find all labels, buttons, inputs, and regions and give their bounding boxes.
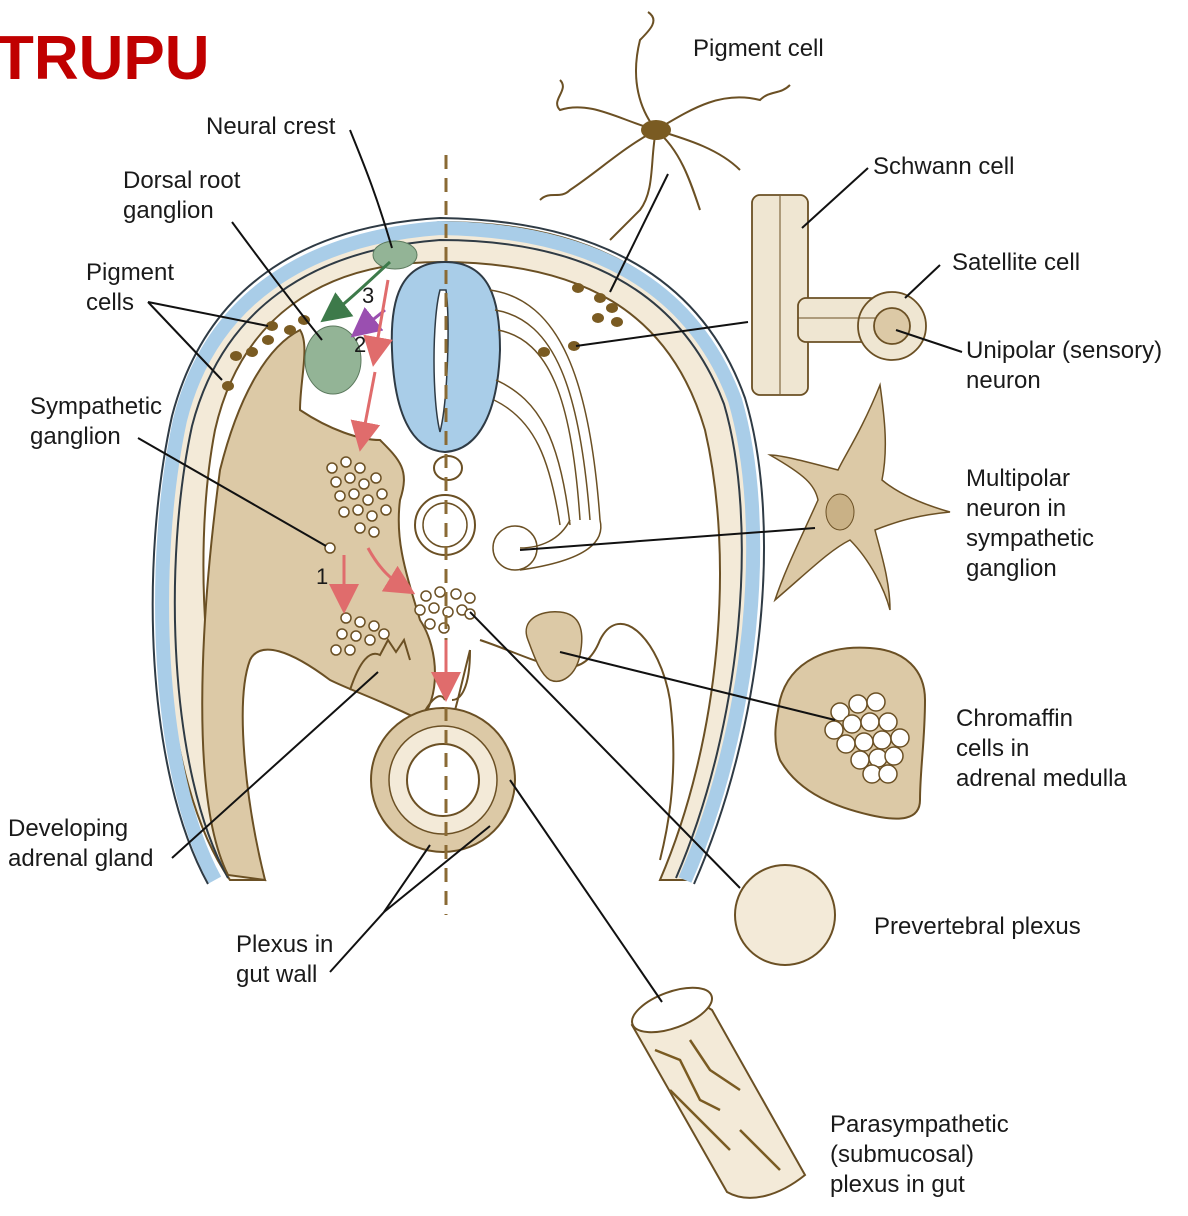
pathway-number-2: 2 bbox=[354, 332, 366, 358]
neural-crest-cells bbox=[373, 241, 417, 269]
adrenal-medulla-small-icon bbox=[526, 612, 582, 682]
label-satellite-cell: Satellite cell bbox=[952, 248, 1080, 278]
label-pigment-cells: Pigment cells bbox=[86, 258, 174, 318]
dorsal-root-ganglion-shape bbox=[305, 326, 361, 394]
multipolar-neuron-icon bbox=[770, 385, 950, 610]
label-prevertebral-plexus: Prevertebral plexus bbox=[874, 912, 1081, 942]
label-neural-crest: Neural crest bbox=[206, 112, 335, 142]
notochord bbox=[434, 456, 462, 480]
label-schwann-cell: Schwann cell bbox=[873, 152, 1014, 182]
sensory-neuron-icon bbox=[752, 195, 926, 395]
gut-lumen bbox=[407, 744, 479, 816]
label-plexus-in-gut-wall: Plexus in gut wall bbox=[236, 930, 333, 990]
label-pigment-cell: Pigment cell bbox=[693, 34, 824, 64]
label-multipolar-neuron: Multipolar neuron in sympathetic ganglio… bbox=[966, 464, 1094, 584]
parasympathetic-plexus-icon bbox=[626, 979, 805, 1198]
pathway-number-3: 3 bbox=[362, 283, 374, 309]
prevertebral-plexus-icon bbox=[735, 865, 835, 965]
label-chromaffin-cells: Chromaffin cells in adrenal medulla bbox=[956, 704, 1127, 794]
label-sympathetic-ganglion: Sympathetic ganglion bbox=[30, 392, 162, 452]
label-parasympathetic-plexus: Parasympathetic (submucosal) plexus in g… bbox=[830, 1110, 1009, 1200]
label-developing-adrenal-gland: Developing adrenal gland bbox=[8, 814, 153, 874]
label-dorsal-root-ganglion: Dorsal root ganglion bbox=[123, 166, 240, 226]
pathway-number-1: 1 bbox=[316, 564, 328, 590]
label-unipolar-neuron: Unipolar (sensory) neuron bbox=[966, 336, 1162, 396]
